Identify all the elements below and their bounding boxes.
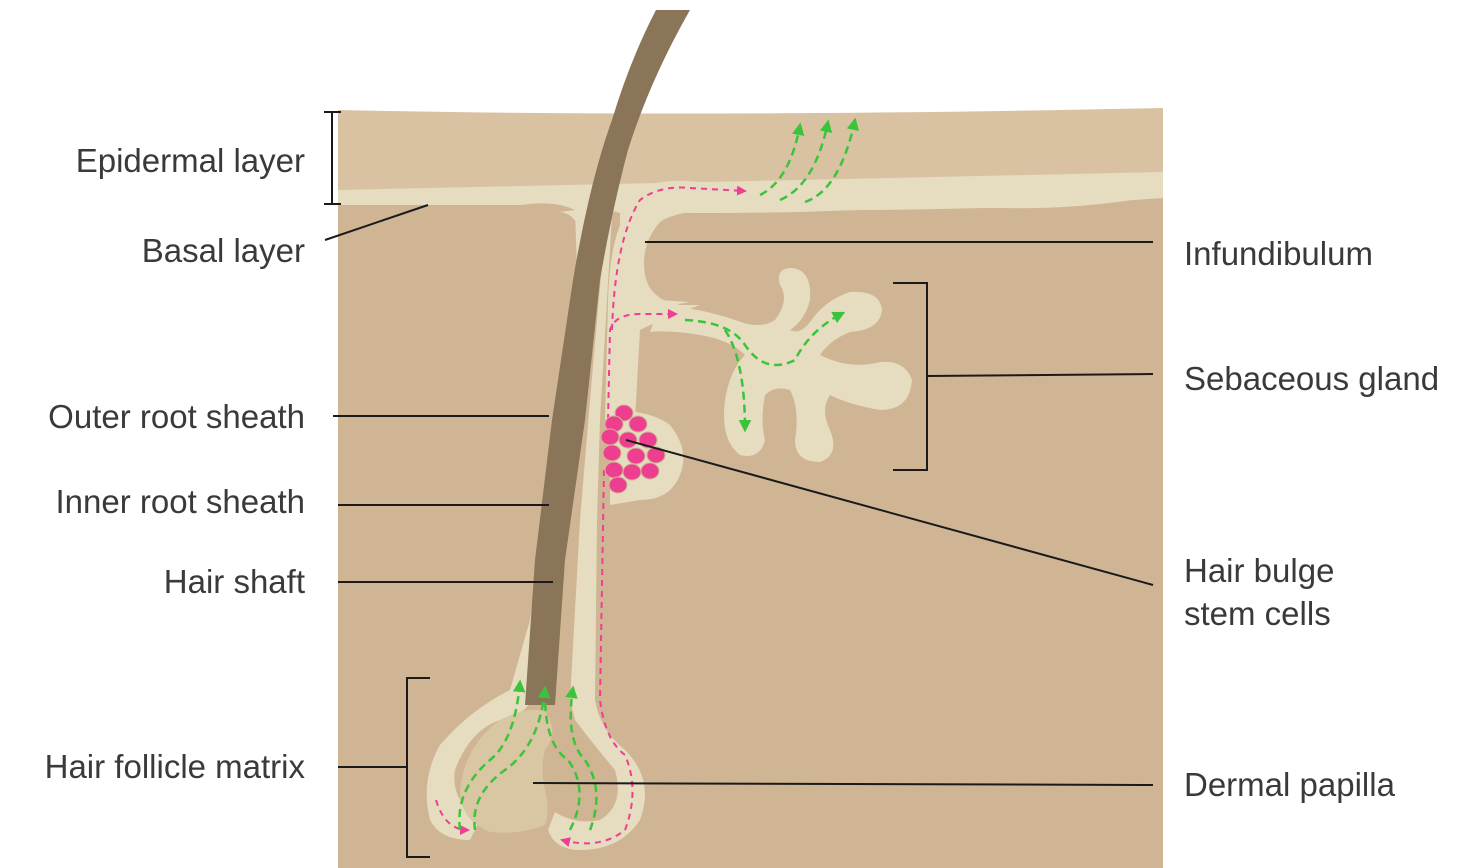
label-inner-root-sheath: Inner root sheath <box>56 483 306 521</box>
label-hair-shaft: Hair shaft <box>164 563 305 601</box>
stem-cell <box>629 416 647 432</box>
label-dermal-papilla: Dermal papilla <box>1184 766 1395 804</box>
label-hair-follicle-matrix: Hair follicle matrix <box>45 748 305 786</box>
label-outer-root-sheath: Outer root sheath <box>48 398 305 436</box>
label-infundibulum: Infundibulum <box>1184 235 1373 273</box>
stem-cell <box>627 448 645 464</box>
stem-cell <box>603 445 621 461</box>
label-epidermal-layer: Epidermal layer <box>76 142 305 180</box>
stem-cell <box>641 463 659 479</box>
dermis <box>338 130 1163 868</box>
stem-cell <box>605 462 623 478</box>
label-sebaceous-gland: Sebaceous gland <box>1184 360 1439 398</box>
stem-cell <box>623 464 641 480</box>
stem-cell <box>601 429 619 445</box>
label-basal-layer: Basal layer <box>142 232 305 270</box>
stem-cell <box>609 477 627 493</box>
label-hair-bulge-line2: stem cells <box>1184 595 1331 633</box>
label-hair-bulge-line1: Hair bulge <box>1184 552 1334 590</box>
